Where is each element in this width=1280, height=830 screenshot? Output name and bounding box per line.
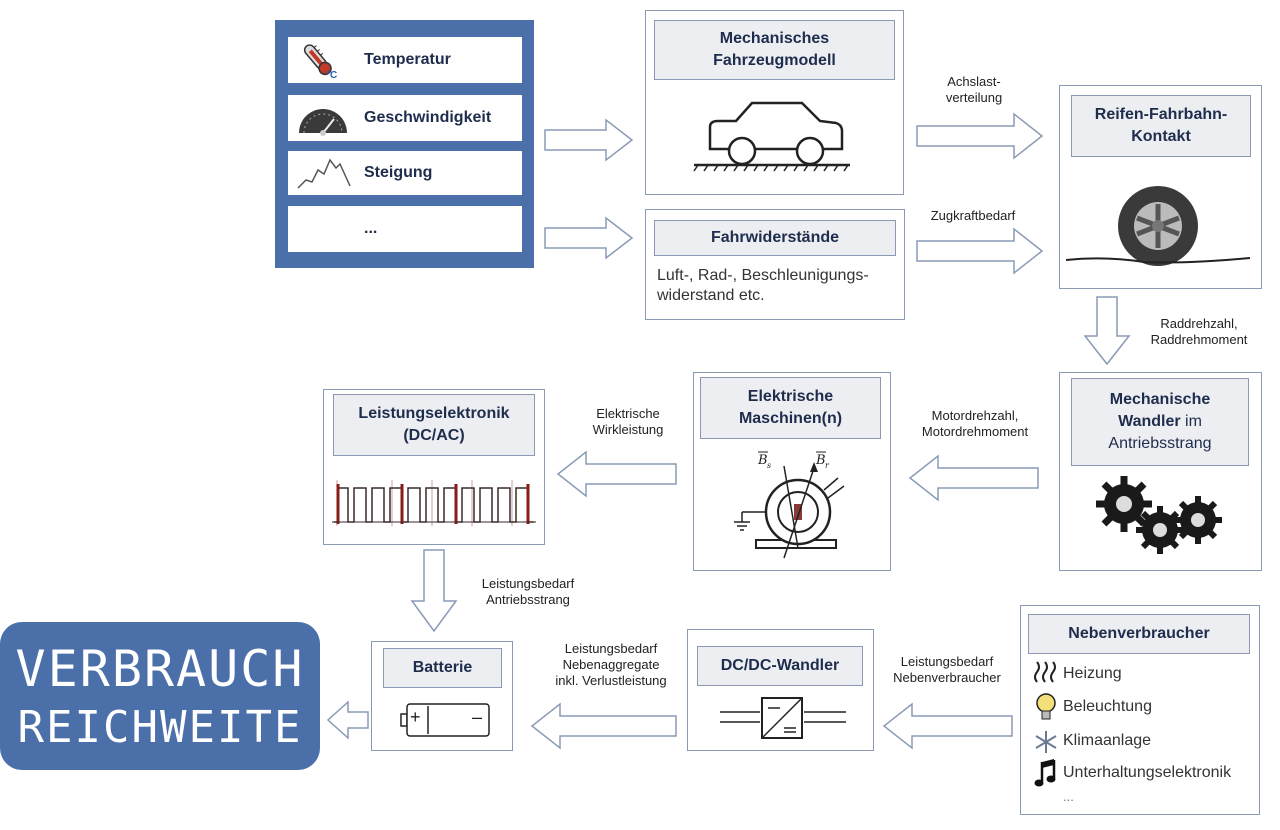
flow-label-active-power: Elektrische Wirkleistung	[592, 406, 664, 437]
flow-label-motor: Motordrehzahl, Motordrehmoment	[921, 408, 1029, 439]
arrow-left-icon	[882, 702, 1013, 750]
input-item-more: ...	[288, 206, 522, 252]
aux-consumers-title: Nebenverbraucher	[1028, 614, 1250, 654]
flow-label-aux-aggregates: Leistungsbedarf Nebenaggregate inkl. Ver…	[555, 641, 667, 688]
arrow-right-icon	[544, 216, 634, 260]
arrow-left-icon	[908, 454, 1039, 502]
electric-machines-title: Elektrische Maschinen(n)	[700, 377, 881, 439]
input-item-slope: Steigung	[288, 151, 522, 195]
result-consumption: VERBRAUCH	[15, 640, 305, 698]
svg-text:s: s	[767, 461, 771, 470]
light-bulb-icon	[1036, 693, 1056, 720]
aux-item-label: Heizung	[1063, 665, 1122, 682]
power-electronics-title: Leistungselektronik (DC/AC)	[333, 394, 535, 456]
arrow-down-icon	[1083, 296, 1131, 366]
dcdc-title: DC/DC-Wandler	[697, 646, 863, 686]
flow-label-drive-demand: Leistungsbedarf Antriebsstrang	[481, 576, 575, 607]
battery-title: Batterie	[383, 648, 502, 688]
input-item-speed: Geschwindigkeit	[288, 95, 522, 141]
mechanical-model-title: Mechanisches Fahrzeugmodell	[654, 20, 895, 80]
input-item-label: ...	[364, 220, 378, 237]
result-range: REICHWEITE	[17, 702, 303, 753]
result-panel	[0, 622, 320, 770]
arrow-right-icon	[544, 118, 634, 162]
flow-label-axle-load: Achslast- verteilung	[945, 74, 1003, 105]
tire-icon	[1065, 186, 1251, 266]
flow-label-aux-demand: Leistungsbedarf Nebenverbraucher	[893, 654, 1001, 685]
car-icon	[693, 101, 850, 172]
gears-icon	[1096, 476, 1222, 554]
arrow-right-icon	[916, 112, 1044, 160]
aux-item-label: Unterhaltungselektronik	[1063, 764, 1232, 781]
battery-minus-label: –	[472, 707, 483, 727]
electric-machine-icon: B s B r	[734, 451, 845, 559]
svg-text:B: B	[757, 453, 768, 468]
flow-label-wheel: Raddrehzahl, Raddrehmoment	[1150, 316, 1248, 347]
pwm-signal-icon	[332, 480, 536, 526]
thermometer-icon: °C	[303, 44, 337, 81]
battery-icon	[400, 703, 490, 737]
input-item-label: Steigung	[364, 164, 433, 181]
arrow-left-icon	[556, 450, 677, 498]
arrow-left-icon	[530, 702, 677, 750]
elevation-profile-icon	[297, 158, 351, 189]
mechanical-converter-title: Mechanische Wandler im Antriebsstrang	[1071, 378, 1249, 466]
arrow-down-icon	[410, 549, 458, 633]
aux-item-label: ...	[1063, 789, 1074, 804]
music-note-icon	[1034, 759, 1056, 787]
battery-plus-label: +	[410, 707, 421, 727]
flow-label-traction: Zugkraftbedarf	[930, 208, 1016, 223]
resistance-title: Fahrwiderstände	[654, 220, 896, 256]
speedometer-icon	[299, 109, 347, 136]
svg-text:B: B	[815, 453, 826, 468]
tire-title: Reifen-Fahrbahn-Kontakt	[1071, 95, 1251, 157]
resistance-description: Luft-, Rad-, Beschleunigungs-widerstand …	[657, 267, 869, 304]
aux-item-label: Beleuchtung	[1063, 698, 1152, 715]
arrow-left-icon	[326, 700, 369, 740]
input-item-temperature: °C Temperatur	[288, 37, 522, 83]
snowflake-icon	[1035, 731, 1057, 753]
dcdc-converter-icon	[720, 697, 846, 739]
aux-item-label: Klimaanlage	[1063, 732, 1152, 749]
heating-icon	[1034, 661, 1056, 683]
input-item-label: Temperatur	[364, 51, 451, 68]
input-item-label: Geschwindigkeit	[364, 109, 492, 126]
svg-text:°C: °C	[326, 70, 337, 81]
arrow-right-icon	[916, 227, 1044, 275]
svg-text:r: r	[825, 461, 830, 470]
